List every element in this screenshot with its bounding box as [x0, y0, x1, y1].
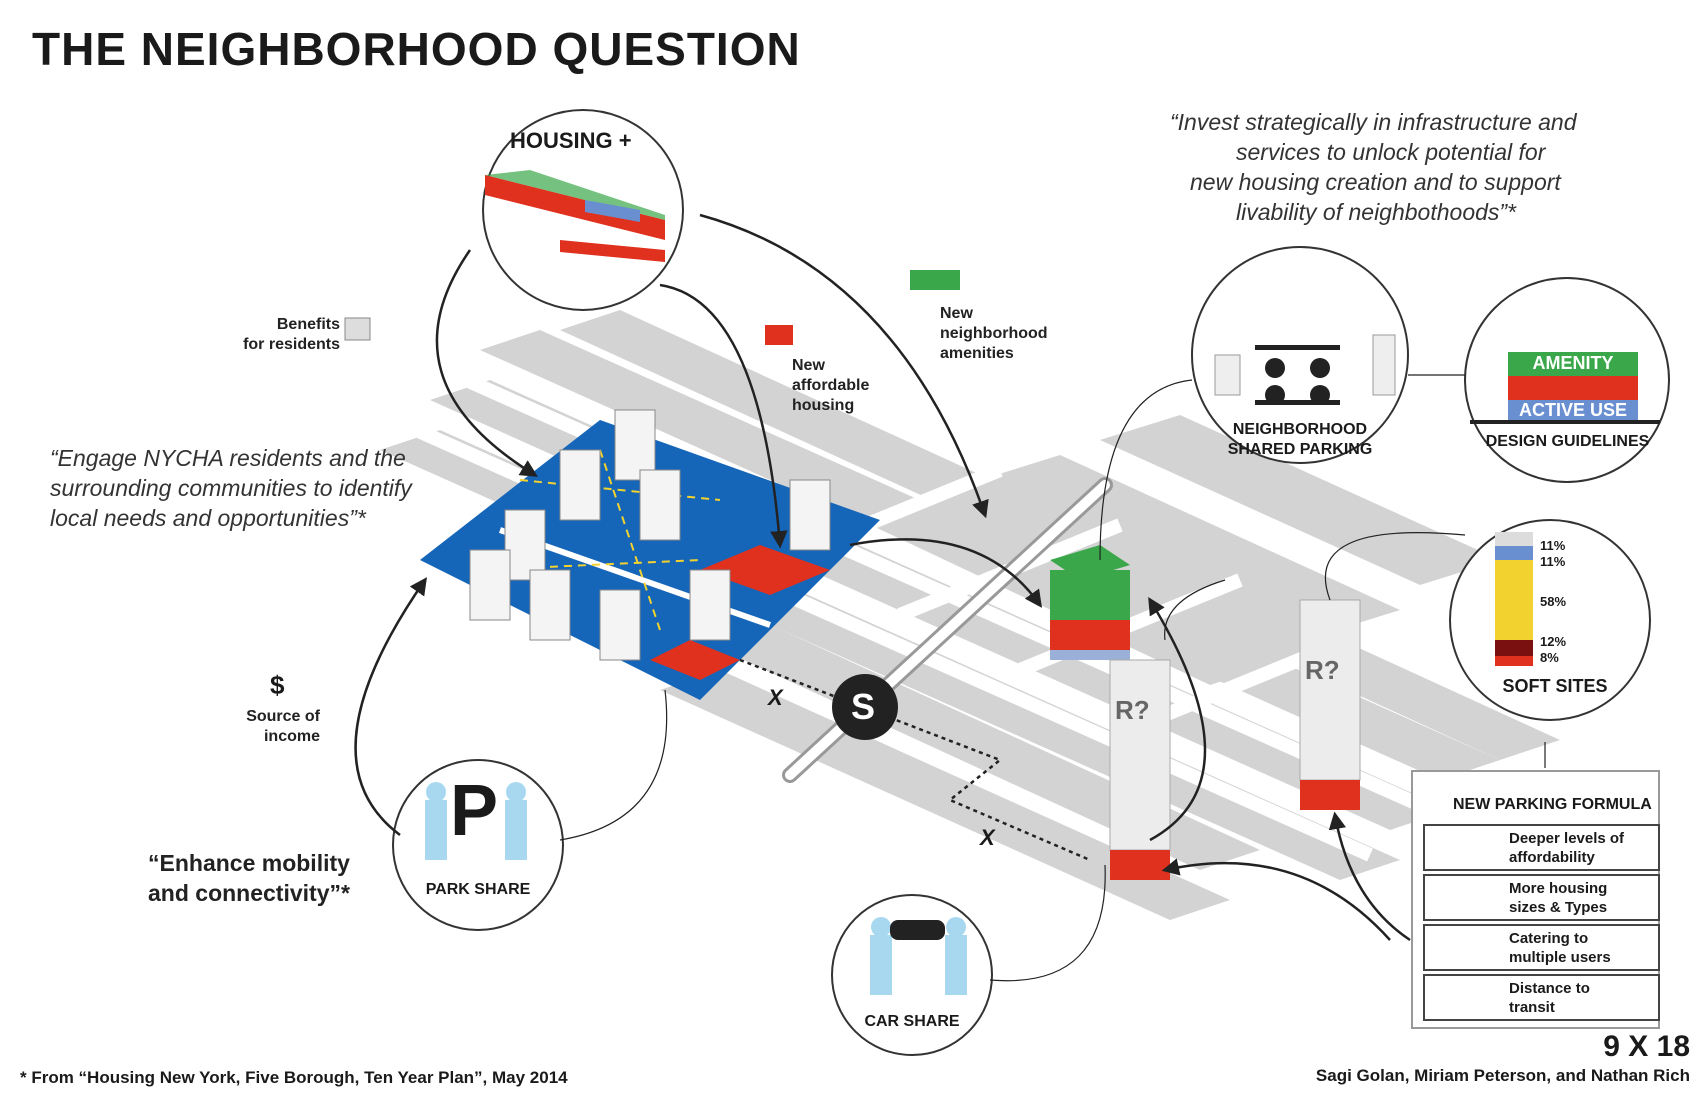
soft-site-tower-2 — [1299, 599, 1361, 810]
shared-parking-title: NEIGHBORHOOD SHARED PARKING — [1227, 421, 1373, 458]
crossing-x-1: X — [768, 685, 783, 710]
benefits-building-icon — [344, 317, 371, 341]
pct-1: 11% — [1540, 538, 1566, 553]
page-title: THE NEIGHBORHOOD QUESTION — [32, 23, 801, 75]
flow-arrows — [354, 213, 1411, 942]
walking-path — [739, 658, 1091, 862]
soft-site-r1: R? — [1115, 695, 1150, 725]
project-code: 9 X 18 — [1603, 1030, 1690, 1063]
parking-formula-title: NEW PARKING FORMULA — [1453, 796, 1652, 813]
crossing-x-2: X — [980, 825, 995, 850]
engage-quote: “Engage NYCHA residents and the surround… — [50, 445, 412, 531]
mixed-use-building — [1050, 545, 1130, 660]
pct-3: 58% — [1540, 594, 1567, 609]
site-parking-red-2 — [650, 640, 740, 680]
housing-modules — [485, 170, 665, 262]
shared-parking-circle — [1191, 246, 1409, 464]
amenities-icon — [910, 270, 960, 290]
income-label: Source of income — [246, 708, 320, 745]
subway-letter: S — [851, 686, 876, 727]
pct-4: 12% — [1540, 634, 1567, 649]
pct-2: 11% — [1540, 554, 1566, 569]
source-footnote: * From “Housing New York, Five Borough, … — [20, 1068, 568, 1087]
active-use-label: ACTIVE USE — [1518, 400, 1628, 420]
pct-5: 8% — [1540, 650, 1559, 665]
amenity-label: AMENITY — [1532, 353, 1614, 373]
affordable-housing-label: New affordable housing — [792, 357, 870, 414]
site-parking-red — [700, 545, 830, 595]
soft-site-tower-1 — [1109, 659, 1171, 880]
soft-sites-title: SOFT SITES — [1502, 676, 1608, 696]
benefits-label: Benefits for residents — [243, 316, 340, 353]
car-share-title: CAR SHARE — [864, 1013, 960, 1030]
design-guidelines-title: DESIGN GUIDELINES — [1485, 433, 1650, 450]
housing-title: HOUSING + — [510, 128, 632, 153]
parking-cars — [1255, 345, 1340, 405]
authors: Sagi Golan, Miriam Peterson, and Nathan … — [1315, 1066, 1690, 1085]
yellow-paths — [479, 449, 721, 631]
connector-lines — [559, 374, 1546, 982]
soft-sites-bar — [1495, 532, 1533, 666]
invest-quote: “Invest strategically in infrastructure … — [1170, 109, 1577, 225]
car-share-figures — [870, 917, 967, 995]
mobility-quote: “Enhance mobility and connectivity”* — [148, 850, 350, 906]
park-share-title: PARK SHARE — [425, 881, 531, 898]
soft-site-r2: R? — [1305, 655, 1340, 685]
nycha-site — [420, 420, 880, 700]
park-share-figures — [425, 782, 527, 860]
subway-station — [832, 674, 898, 740]
income-symbol: $ — [270, 670, 285, 700]
amenities-label: New neighborhood amenities — [940, 305, 1048, 362]
nycha-towers — [469, 409, 831, 661]
affordable-housing-icon — [765, 325, 793, 345]
park-letter: P — [450, 771, 499, 851]
